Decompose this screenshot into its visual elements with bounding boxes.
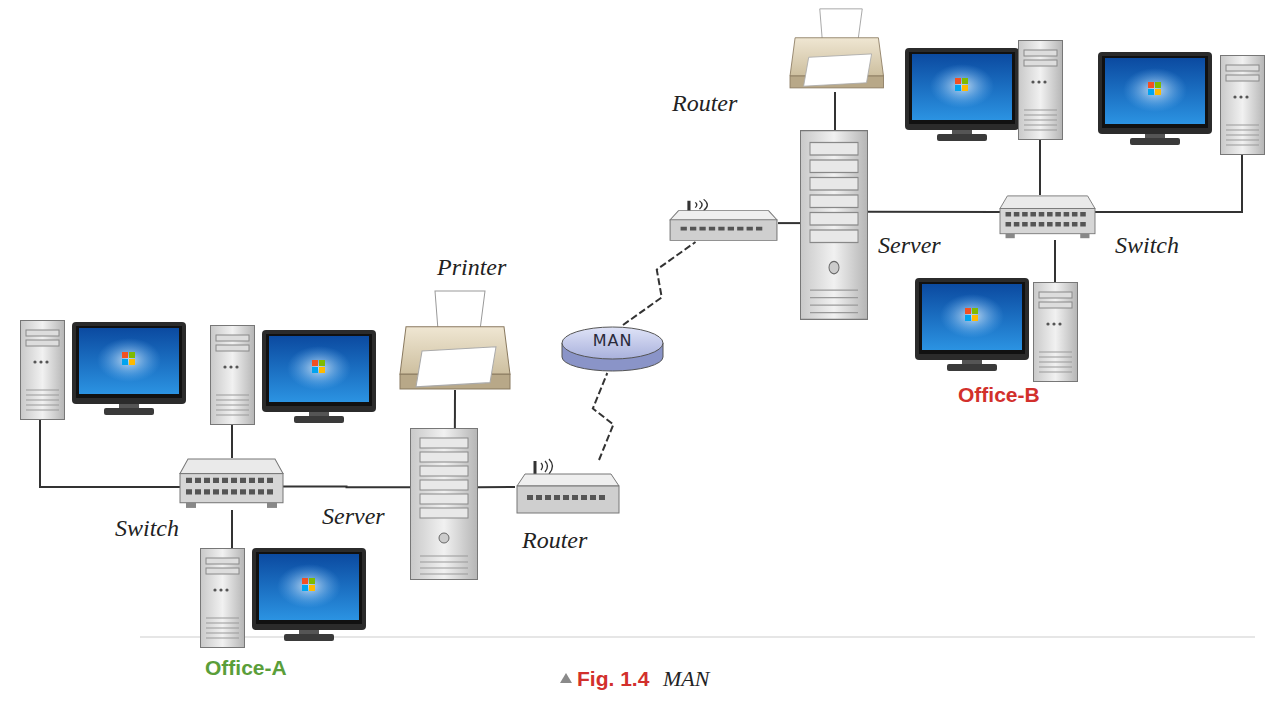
- device-label: Switch: [115, 515, 179, 543]
- device-label: Server: [878, 232, 941, 260]
- device-label: Switch: [1115, 232, 1179, 260]
- server-device: Server: [410, 428, 478, 580]
- router-device: Router: [668, 200, 778, 242]
- figure-title: MAN: [663, 666, 709, 691]
- switch-device-shape: [180, 458, 283, 510]
- printer-device: Printer: [400, 290, 510, 390]
- figure-number: Fig. 1.4: [577, 667, 649, 691]
- cable-link: [778, 222, 800, 224]
- wireless-link: [593, 373, 614, 460]
- cable-link: [868, 211, 1000, 213]
- office-label: Office-B: [958, 383, 1040, 407]
- office-label: Office-A: [205, 656, 287, 680]
- device-label: Server: [322, 503, 385, 531]
- server-device-shape: [800, 130, 868, 320]
- printer-device-shape: [400, 290, 510, 390]
- cable-link: [478, 486, 515, 488]
- switch-device: Switch: [1000, 195, 1095, 240]
- server-device-shape: [410, 428, 478, 580]
- switch-device-shape: [1000, 195, 1095, 240]
- device-label: Router: [522, 527, 587, 555]
- device-label: Printer: [437, 254, 506, 282]
- switch-device: Switch: [180, 458, 283, 510]
- wireless-link: [623, 242, 696, 325]
- device-label: Router: [672, 90, 737, 118]
- router-device: Router: [515, 460, 620, 515]
- cable-link: [454, 390, 456, 428]
- cable-link: [283, 486, 410, 489]
- cloud-label: MAN: [560, 332, 665, 350]
- router-device-shape: [668, 200, 778, 242]
- router-device-shape: [515, 460, 620, 515]
- man-cloud: MAN: [560, 325, 665, 373]
- server-device: Server: [800, 130, 868, 320]
